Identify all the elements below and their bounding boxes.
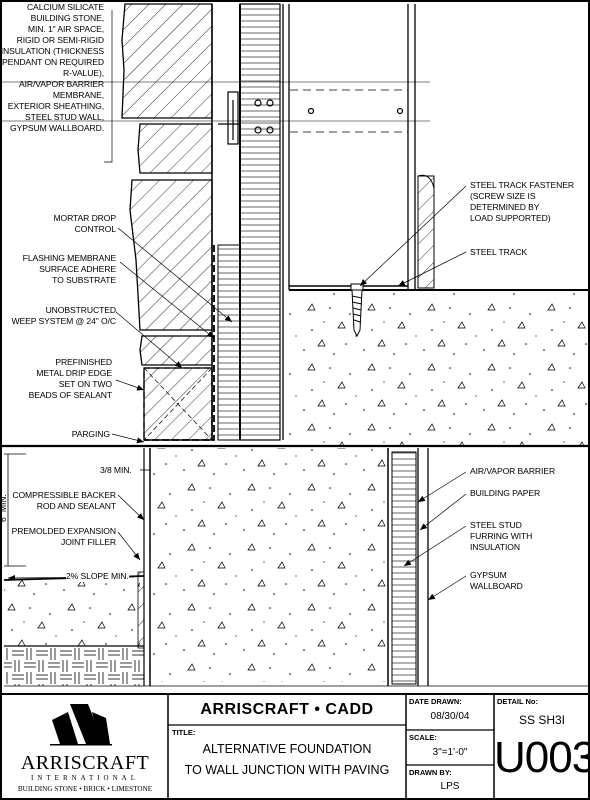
drawing-title-line1: ALTERNATIVE FOUNDATION xyxy=(202,742,372,756)
detail-sub: SS SH3I xyxy=(518,713,566,727)
leader-flashing xyxy=(119,261,215,339)
logo-tagline: BUILDING STONE • BRICK • LIMESTONE xyxy=(17,785,153,793)
callout-backer-rod: COMPRESSIBLE BACKER ROD AND SEALANT xyxy=(12,490,116,511)
leader-weep xyxy=(115,311,183,369)
dimension-6in xyxy=(4,453,26,567)
logo-sub: INTERNATIONAL xyxy=(31,774,139,782)
leader-furring xyxy=(403,525,467,567)
drawing-title-line2: TO WALL JUNCTION WITH PAVING xyxy=(184,763,390,777)
leader-track xyxy=(397,251,467,287)
title-block xyxy=(0,693,590,800)
arriscraft-logo-mark xyxy=(50,704,112,746)
logo-name: ARRISCRAFT xyxy=(20,752,150,774)
paving-base xyxy=(4,648,144,686)
callout-wall-assembly: CALCIUM SILICATE BUILDING STONE, MIN. 1"… xyxy=(0,2,104,133)
callout-6in-min: 6" MIN. xyxy=(0,494,8,522)
company-name: ARRISCRAFT • CADD xyxy=(200,701,374,718)
track-fastener xyxy=(350,283,364,338)
flashing-membrane xyxy=(144,245,215,441)
scale-label: SCALE: xyxy=(409,733,437,742)
date-value: 08/30/04 xyxy=(430,711,470,722)
callout-slope: 2% SLOPE MIN. xyxy=(66,571,129,582)
title-label: TITLE: xyxy=(172,728,196,737)
leader-wall-assembly xyxy=(104,10,113,163)
wall-layers xyxy=(217,3,435,441)
callout-38-min: 3/8 MIN. xyxy=(100,465,132,475)
callout-expansion: PREMOLDED EXPANSION JOINT FILLER xyxy=(11,526,117,547)
drawn-value: LPS xyxy=(440,781,460,792)
brick-tie xyxy=(218,91,404,145)
detail-label: DETAIL No: xyxy=(497,697,538,706)
scale-value: 3"=1'-0" xyxy=(432,747,468,758)
callout-parging: PARGING xyxy=(71,429,110,439)
callout-air-vapor: AIR/VAPOR BARRIER xyxy=(470,466,556,476)
leader-fastener xyxy=(359,185,467,287)
leader-parging xyxy=(111,433,145,444)
stone-veneer xyxy=(121,3,213,441)
callout-drip-edge: PREFINISHED METAL DRIP EDGE SET ON TWO B… xyxy=(28,357,113,400)
drawn-label: DRAWN BY: xyxy=(409,768,452,777)
interior-furring xyxy=(391,448,429,686)
leader-expansion xyxy=(117,531,141,561)
date-label: DATE DRAWN: xyxy=(409,697,462,706)
leader-paper xyxy=(419,493,467,531)
callout-weep: UNOBSTRUCTED WEEP SYSTEM @ 24" O/C xyxy=(11,305,116,326)
leader-backer xyxy=(117,494,145,521)
detail-number: U003 xyxy=(494,733,590,782)
callout-track-fastener: STEEL TRACK FASTENER (SCREW SIZE IS DETE… xyxy=(470,180,575,223)
callout-steel-track: STEEL TRACK xyxy=(470,247,528,257)
leader-air-vapor xyxy=(417,471,467,503)
callout-furring: STEEL STUD FURRING WITH INSULATION xyxy=(470,520,533,552)
leader-drip xyxy=(115,379,145,391)
leader-mortar xyxy=(117,227,233,323)
floor-slab xyxy=(289,290,589,446)
callout-mortar-drop: MORTAR DROP CONTROL xyxy=(53,213,116,234)
paving-slab xyxy=(4,580,140,646)
callout-flashing: FLASHING MEMBRANE SURFACE ADHERE TO SUBS… xyxy=(22,253,116,285)
foundation-wall xyxy=(150,448,388,682)
callout-gypsum: GYPSUM WALLBOARD xyxy=(470,570,523,591)
leader-gypsum xyxy=(427,575,467,601)
callout-building-paper: BUILDING PAPER xyxy=(470,488,541,498)
